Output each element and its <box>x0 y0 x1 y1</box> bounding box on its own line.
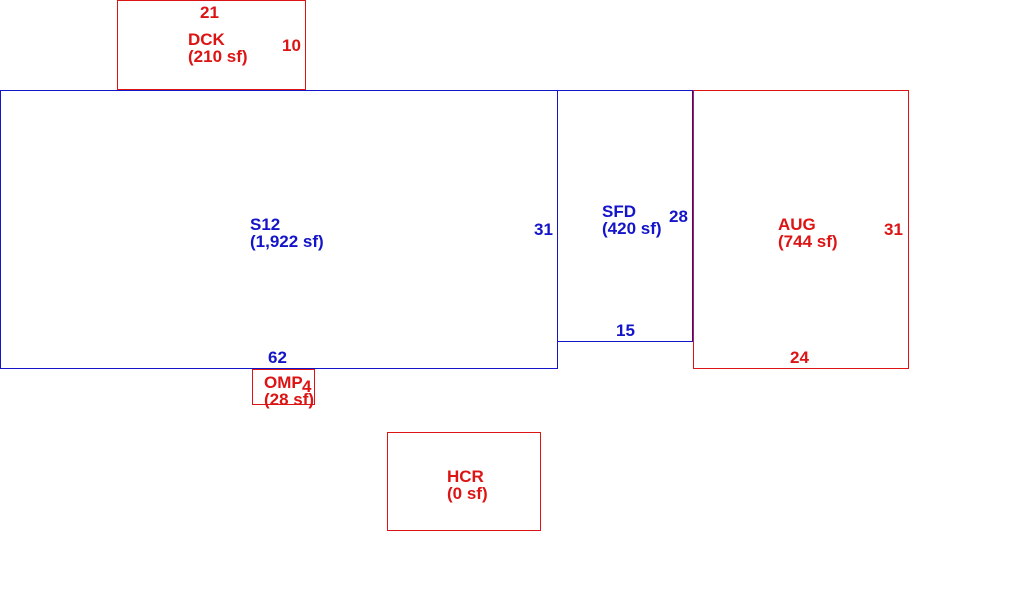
dck-dim-top: 21 <box>200 3 219 22</box>
sfd-outline <box>557 90 693 342</box>
sfd-area: (420 sf) <box>602 219 662 238</box>
aug-dim-right: 31 <box>884 220 903 239</box>
dck-code: DCK <box>188 30 225 49</box>
s12-code: S12 <box>250 215 281 234</box>
hcr-area: (0 sf) <box>447 484 488 503</box>
sfd-dim-bottom: 15 <box>616 321 635 340</box>
dck-outline <box>117 0 306 90</box>
aug-code: AUG <box>778 215 816 234</box>
aug-outline <box>693 90 909 369</box>
sfd-dim-right: 28 <box>669 207 688 226</box>
s12-dim-bottom: 62 <box>268 348 287 367</box>
aug-area: (744 sf) <box>778 232 838 251</box>
omp-outline <box>252 369 315 405</box>
omp-area: (28 sf) <box>264 390 315 409</box>
hcr-code: HCR <box>447 467 484 486</box>
hcr-outline <box>387 432 541 531</box>
dck-dim-right: 10 <box>282 36 301 55</box>
dck-area: (210 sf) <box>188 47 248 66</box>
omp-dim-right: 4 <box>302 377 312 396</box>
s12-area: (1,922 sf) <box>250 232 324 251</box>
sfd-code: SFD <box>602 202 636 221</box>
omp-code: OMP <box>264 373 303 392</box>
aug-dim-bottom: 24 <box>790 348 809 367</box>
s12-dim-right: 31 <box>534 220 553 239</box>
